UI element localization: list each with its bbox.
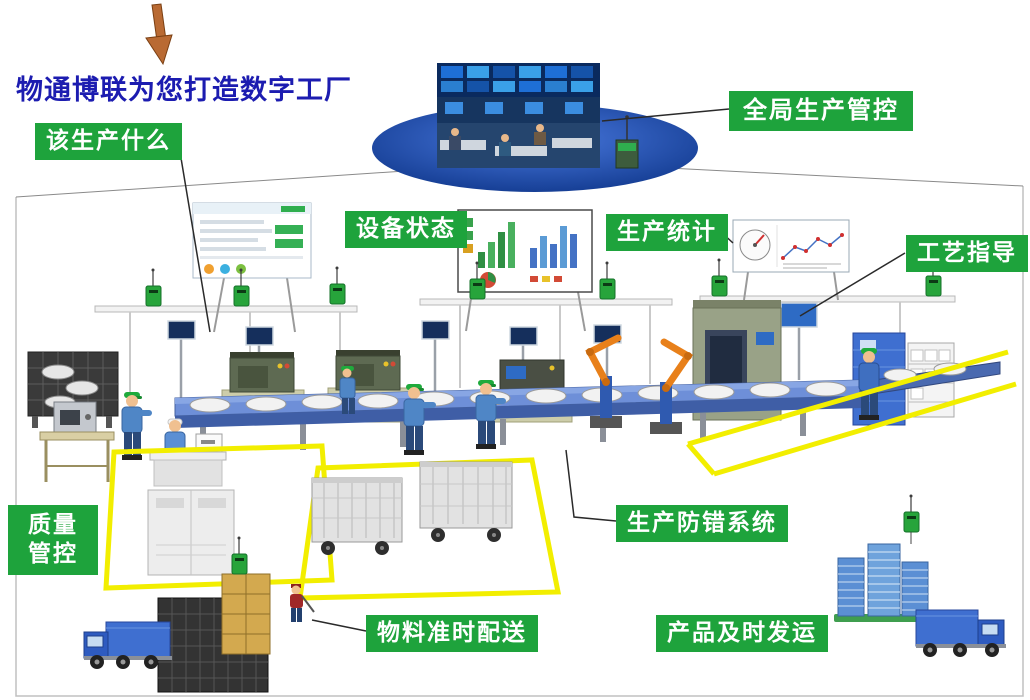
callout-lines — [179, 108, 906, 632]
callout-product-on-time-shipping: 产品及时发运 — [656, 615, 828, 652]
truck-right — [915, 609, 1006, 657]
gateway-icon — [145, 268, 162, 307]
dashboard-panel-gauge — [732, 219, 850, 301]
worker — [858, 348, 880, 420]
control-room-photo — [437, 63, 600, 168]
callout-global-production-control: 全局生产管控 — [729, 91, 913, 131]
pallet-parts — [27, 351, 119, 428]
worker — [475, 380, 506, 449]
gateway-icon — [711, 258, 728, 297]
callout-error-proofing-system: 生产防错系统 — [616, 505, 788, 542]
workstation-monitor — [167, 320, 196, 399]
gateway-icon — [903, 494, 920, 544]
callout-quality-control: 质量 管控 — [8, 505, 98, 575]
floor-marking-right — [713, 381, 1017, 477]
callout-production-statistics: 生产统计 — [606, 214, 728, 251]
floor-marking-right — [687, 349, 1009, 447]
callout-line-process — [799, 252, 906, 317]
callout-line-global — [601, 108, 730, 122]
warehouse-buildings — [834, 543, 932, 622]
callout-what-to-produce: 该生产什么 — [35, 123, 182, 160]
dashboard-panel-erp — [192, 202, 312, 333]
worker — [339, 366, 356, 414]
dashboard-panel-stats — [457, 209, 593, 332]
side-table — [39, 401, 115, 482]
trolley-cart — [311, 477, 403, 555]
callout-device-status: 设备状态 — [345, 211, 467, 248]
callout-line-error — [565, 449, 617, 522]
quality-cabinet — [147, 489, 235, 576]
callout-material-on-time-delivery: 物料准时配送 — [366, 615, 538, 652]
workstation-monitors — [167, 302, 818, 402]
gateway-icon — [329, 266, 346, 305]
gateway-device-cloud — [615, 115, 639, 169]
perspective-lines — [15, 167, 1024, 198]
gateway-icon — [231, 536, 248, 575]
gateway-icon — [233, 268, 250, 307]
gateway-icon — [599, 261, 616, 300]
trolley-cart — [419, 461, 513, 542]
robot-arm — [585, 334, 622, 428]
conveyor-part — [189, 362, 967, 413]
truck-left — [83, 621, 172, 669]
worker — [121, 392, 152, 460]
callout-line-what — [179, 151, 211, 333]
workstation-monitor — [421, 320, 450, 396]
floor-marking-left — [103, 443, 335, 591]
worker — [403, 384, 436, 455]
gateway-icon — [469, 261, 486, 300]
callout-process-guidance: 工艺指导 — [906, 235, 1028, 272]
material-worker — [290, 584, 315, 622]
guidance-monitor — [780, 302, 818, 380]
page-title: 物通博联为您打造数字工厂 — [16, 75, 352, 105]
factory-floor-border — [15, 186, 1024, 697]
down-arrow-icon — [145, 3, 173, 66]
box-stack — [221, 573, 271, 655]
robot-arm — [650, 338, 694, 434]
callout-line-material — [311, 619, 367, 632]
workstation-monitor — [509, 326, 538, 398]
iot-gateways — [145, 258, 942, 307]
overhead-beam — [94, 295, 956, 313]
